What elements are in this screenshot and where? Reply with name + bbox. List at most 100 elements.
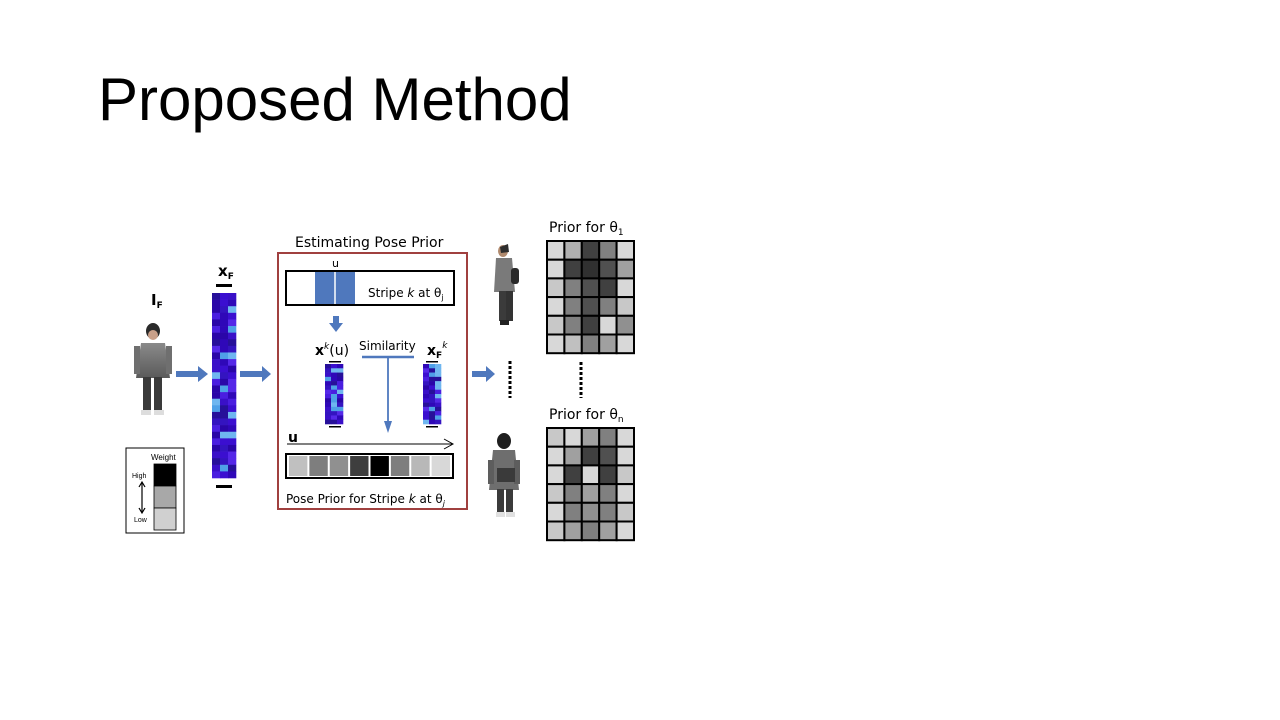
- feature-cell: [435, 385, 442, 391]
- prior-cell: [615, 240, 635, 261]
- prior-cell: [615, 296, 635, 317]
- feature-vector-bar-bottom: [216, 485, 232, 488]
- feature-cell: [423, 411, 430, 416]
- prior-cell: [580, 296, 601, 317]
- arrow-to-pose-box: [240, 366, 271, 382]
- prior-cell: [615, 277, 635, 299]
- legend-title: Weight: [151, 453, 177, 462]
- pose-prior-cell: [390, 456, 410, 476]
- prior-cell: [546, 277, 566, 299]
- prior-cell: [580, 427, 601, 448]
- prior-cell: [546, 427, 566, 448]
- feature-cell: [331, 411, 338, 416]
- prior-cell: [563, 427, 583, 448]
- feature-cell: [435, 389, 442, 395]
- prior-cell: [615, 427, 635, 448]
- prior-cell: [580, 483, 601, 504]
- prior-cell: [563, 277, 583, 299]
- prior-cell: [546, 240, 566, 261]
- prior-cell: [546, 483, 566, 504]
- feature-cell: [423, 398, 430, 403]
- feature-cell: [228, 352, 237, 360]
- feature-cell: [220, 464, 229, 472]
- feature-cell: [228, 293, 237, 300]
- prior-cell: [563, 483, 583, 504]
- prior-cell: [580, 314, 601, 336]
- feature-cell: [228, 326, 237, 333]
- prior-theta-n-label: Prior for θn: [549, 407, 624, 425]
- pose-prior-label: Pose Prior for Stripe k at θj: [286, 492, 446, 508]
- weight-legend: Weight High Low: [125, 447, 185, 534]
- feature-cell: [423, 364, 430, 369]
- feature-cell: [212, 438, 221, 446]
- feature-cell: [429, 389, 436, 395]
- feature-cell: [228, 418, 237, 426]
- feature-cell: [337, 415, 344, 421]
- feature-cell: [212, 411, 221, 419]
- feature-cell: [228, 444, 237, 452]
- feature-cell: [325, 398, 332, 403]
- feature-cell: [228, 411, 237, 419]
- prior-cell: [598, 483, 618, 504]
- xku-strip: [325, 364, 344, 425]
- feature-cell: [325, 411, 332, 416]
- feature-cell: [228, 339, 237, 347]
- feature-cell: [212, 352, 221, 360]
- feature-cell: [429, 394, 436, 399]
- feature-cell: [435, 394, 442, 399]
- feature-cell: [228, 385, 237, 393]
- feature-cell: [435, 406, 442, 412]
- feature-cell: [331, 398, 338, 403]
- arrow-to-feature: [176, 366, 208, 382]
- feature-cell: [212, 326, 221, 333]
- feature-cell: [212, 345, 221, 353]
- feature-cell: [220, 444, 229, 452]
- feature-cell: [423, 419, 430, 425]
- legend-low: Low: [134, 517, 148, 524]
- prior-cell: [546, 445, 566, 467]
- feature-cell: [331, 385, 338, 391]
- feature-cell: [220, 405, 229, 413]
- prior-theta-n-grid: [546, 427, 635, 542]
- prior-cell: [615, 464, 635, 486]
- feature-cell: [212, 372, 221, 380]
- prior-cell: [546, 501, 566, 523]
- feature-cell: [429, 372, 436, 378]
- feature-cell: [228, 398, 237, 406]
- prior-cell: [580, 277, 601, 299]
- feature-cell: [337, 406, 344, 412]
- feature-cell: [212, 444, 221, 452]
- feature-cell: [337, 411, 344, 416]
- xku-label: xk(u): [315, 342, 349, 359]
- feature-cell: [212, 471, 221, 479]
- stripe-label: Stripe k at θj: [368, 286, 444, 302]
- prior-cell: [615, 445, 635, 467]
- prior-cell: [615, 314, 635, 336]
- feature-cell: [423, 406, 430, 412]
- feature-cell: [220, 438, 229, 446]
- feature-cell: [228, 425, 237, 433]
- prior-cell: [598, 445, 618, 467]
- feature-cell: [220, 451, 229, 459]
- feature-cell: [228, 365, 237, 373]
- feature-cell: [212, 392, 221, 400]
- feature-cell: [212, 418, 221, 426]
- u-top-label: u: [332, 257, 339, 270]
- feature-cell: [337, 402, 344, 408]
- prior-cell: [598, 277, 618, 299]
- feature-cell: [228, 372, 237, 380]
- feature-cell: [429, 415, 436, 421]
- prior-theta-1-grid: [546, 240, 635, 355]
- feature-cell: [325, 394, 332, 399]
- prior-cell: [580, 464, 601, 486]
- feature-cell: [423, 385, 430, 391]
- legend-high: High: [132, 473, 147, 480]
- prior-cell: [615, 258, 635, 280]
- legend-swatch: [153, 507, 177, 531]
- feature-cell: [228, 319, 237, 327]
- feature-cell: [435, 368, 442, 373]
- prior-cell: [598, 520, 618, 542]
- prior-cell: [598, 501, 618, 523]
- feature-cell: [228, 458, 237, 466]
- feature-cell: [220, 339, 229, 347]
